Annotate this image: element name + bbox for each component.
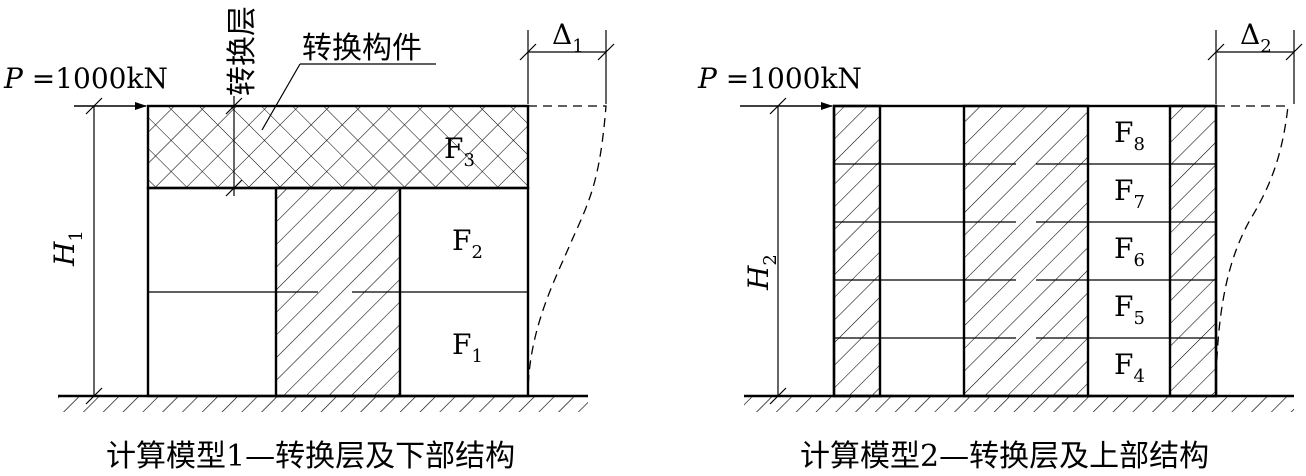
wall-left-2 — [832, 104, 882, 398]
transfer-member — [146, 104, 530, 190]
floor-label-f4: F4 — [1114, 348, 1145, 387]
floor-label-f2: F2 — [452, 224, 483, 263]
displacement-dimension-2 — [1207, 30, 1303, 104]
floor-label-f3: F3 — [444, 132, 475, 171]
displacement-dimension-1 — [519, 30, 615, 104]
floor-label-f8: F8 — [1114, 116, 1145, 155]
wall-right-2 — [1168, 104, 1218, 398]
transfer-layer-label: 转换层 — [225, 6, 260, 96]
deflection-curve-2 — [1215, 105, 1289, 397]
core-wall-2 — [962, 104, 1090, 398]
deflection-curve-1 — [527, 105, 607, 397]
model-1: F3 F2 F1 P =1000kN H1 转换层 转换构件 — [3, 6, 615, 474]
model-2: F8 F7 F6 F5 F4 P =1000kN H2 — [697, 18, 1303, 474]
caption-model-2: 计算模型2—转换层及上部结构 — [800, 439, 1209, 474]
floor-lines-2 — [834, 163, 1216, 339]
transfer-layer-dimension — [225, 96, 243, 197]
floor-label-f7: F7 — [1114, 174, 1145, 213]
height-label-2: H2 — [742, 254, 781, 291]
floor-label-f6: F6 — [1114, 232, 1145, 271]
transfer-member-label: 转换构件 — [302, 31, 422, 66]
displacement-label-1: Δ1 — [552, 18, 584, 57]
ground-2 — [744, 394, 1294, 412]
caption-model-1: 计算模型1—转换层及下部结构 — [106, 439, 515, 474]
floor-label-f5: F5 — [1114, 290, 1145, 329]
load-label-1: P =1000kN — [3, 62, 168, 95]
lower-structure — [146, 186, 530, 398]
ground-1 — [58, 394, 588, 412]
floor-label-f1: F1 — [452, 328, 483, 367]
height-label-1: H1 — [48, 230, 87, 267]
height-dimension-2 — [769, 97, 787, 405]
height-dimension-1 — [85, 97, 103, 405]
load-label-2: P =1000kN — [697, 62, 862, 95]
displacement-label-2: Δ2 — [1240, 18, 1272, 57]
